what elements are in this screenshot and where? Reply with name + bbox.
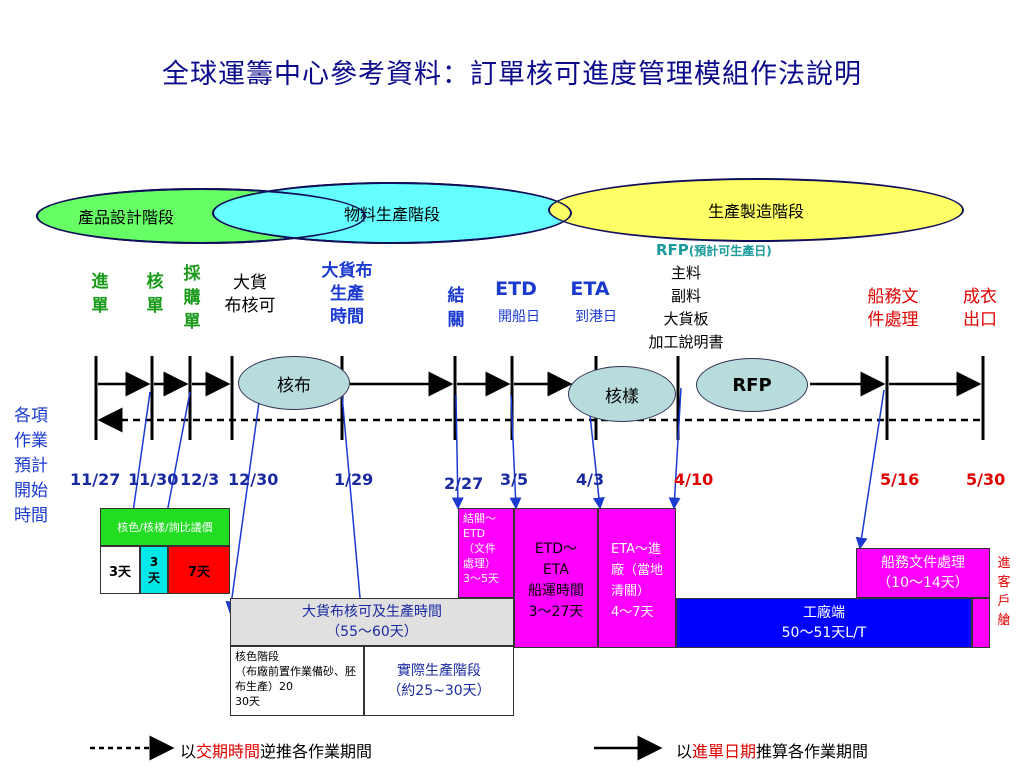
etd-eta-label: ETD～ ETA 船運時間 3～27天 (528, 541, 584, 620)
date-1: 11/30 (128, 470, 179, 489)
page-title: 全球運籌中心參考資料：訂單核可進度管理模組作法說明 (162, 59, 862, 90)
label-rfp-title: RFP (656, 241, 689, 259)
block-3-days-b-label: 3 天 (147, 555, 160, 585)
date-10: 5/30 (966, 470, 1006, 489)
eta-factory-block: ETA～進 廠（當地 清關） 4～7天 (598, 508, 676, 648)
label-purchase-order: 採 購 單 (183, 264, 201, 332)
label-bulk-fabric-approve: 大貨 布核可 (224, 273, 276, 316)
color-head-label: 核色/核樣/詢比議價 (117, 521, 213, 534)
date-8: 4/10 (674, 470, 714, 489)
label-etd: ETD (495, 278, 537, 300)
phase-manufacturing: 生產製造階段 (548, 178, 964, 242)
timeline-ellipse-sample-label: 核樣 (605, 386, 639, 407)
date-6: 3/5 (500, 470, 529, 489)
customer-warehouse-label: 進 客 戶 艙 (997, 556, 1011, 628)
factory-block: 工廠端 50～51天L/T (676, 598, 972, 648)
label-eta-sub: 到港日 (575, 309, 617, 325)
label-rfp: RFP(預計可生產日) (656, 240, 772, 259)
etd-eta-block: ETD～ ETA 船運時間 3～27天 (514, 508, 598, 648)
timeline-ellipse-fabric: 核布 (238, 356, 350, 410)
phase-material-production-outline (212, 182, 572, 244)
color-phase-block: 核色階段 （布廠前置作業備砂、胚布生產）20 30天 (230, 646, 364, 716)
bulk-fabric-header-label: 大貨布核可及生產時間 （55～60天） (302, 604, 442, 640)
date-2: 12/3 (180, 470, 220, 489)
label-eta: ETA (570, 278, 610, 300)
color-head-block: 核色/核樣/詢比議價 (100, 508, 230, 546)
legend-dashed-red: 交期時間 (196, 742, 261, 761)
legend-solid-prefix: 以 (676, 742, 693, 761)
label-rfp-paren: (預計可生產日) (688, 244, 772, 258)
actual-production-label: 實際生產階段 （約25~30天） (387, 663, 491, 699)
label-order-approve: 核 單 (146, 272, 164, 316)
factory-end-strip (972, 598, 990, 648)
actual-production-block: 實際生產階段 （約25~30天） (364, 646, 514, 716)
label-customs: 結 關 (447, 286, 465, 330)
date-9: 5/16 (880, 470, 920, 489)
date-7: 4/3 (576, 470, 605, 489)
timeline-ellipse-fabric-label: 核布 (277, 375, 311, 396)
block-7-days-label: 7天 (187, 564, 211, 580)
legend-solid-red: 進單日期 (692, 742, 757, 761)
legend-solid-suffix: 推算各作業期間 (756, 742, 869, 761)
eta-factory-label: ETA～進 廠（當地 清關） 4～7天 (610, 542, 663, 620)
label-order-in: 進 單 (91, 272, 109, 316)
block-3-days-a-label: 3天 (108, 564, 132, 580)
legend-solid: 以進單日期推算各作業期間 (676, 738, 868, 762)
factory-label: 工廠端 50～51天L/T (781, 605, 867, 641)
timeline-ellipse-rfp: RFP (696, 358, 808, 412)
label-bulk-fabric-time: 大貨布 生產 時間 (321, 261, 373, 327)
label-garment-export: 成衣 出口 (963, 287, 997, 330)
block-7-days: 7天 (168, 546, 230, 594)
customs-etd-block: 結關～ ETD （文件 處理） 3～5天 (458, 508, 514, 598)
label-etd-sub: 開船日 (498, 309, 540, 325)
left-label: 各項 作業 預計 開始 時間 (14, 406, 48, 526)
bulk-fabric-header-block: 大貨布核可及生產時間 （55～60天） (230, 598, 514, 646)
legend-dashed-suffix: 逆推各作業期間 (260, 742, 373, 761)
label-rfp-items: 主料 副料 大貨板 加工說明書 (648, 264, 724, 351)
color-phase-label: 核色階段 （布廠前置作業備砂、胚布生產）20 30天 (235, 650, 356, 708)
date-0: 11/27 (70, 470, 121, 489)
legend-dashed-prefix: 以 (180, 742, 197, 761)
date-3: 12/30 (228, 470, 279, 489)
timeline-ellipse-sample: 核樣 (568, 366, 676, 422)
date-4: 1/29 (334, 470, 374, 489)
phase-manufacturing-label: 生產製造階段 (707, 202, 804, 221)
block-3-days-b: 3 天 (140, 546, 168, 594)
timeline-ellipse-rfp-label: RFP (732, 374, 772, 396)
shipping-docs-label: 船務文件處理 （10～14天） (877, 555, 969, 591)
label-shipping-docs: 船務文 件處理 (867, 287, 919, 330)
customs-etd-label: 結關～ ETD （文件 處理） 3～5天 (463, 512, 499, 585)
block-3-days-a: 3天 (100, 546, 140, 594)
date-5: 2/27 (444, 474, 484, 493)
legend-dashed: 以交期時間逆推各作業期間 (180, 738, 372, 762)
shipping-docs-block: 船務文件處理 （10～14天） (856, 548, 990, 598)
